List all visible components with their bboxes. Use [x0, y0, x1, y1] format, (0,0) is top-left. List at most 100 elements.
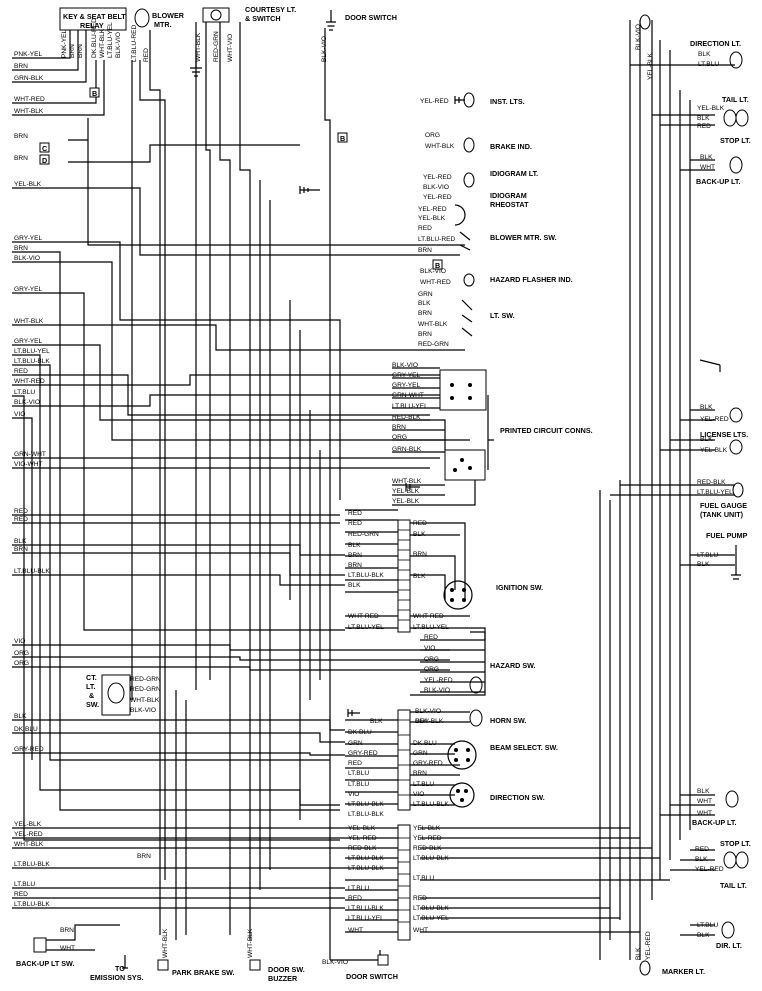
wire-label-horn-wires-2: BLK	[415, 718, 428, 725]
wire-label-left-wires-31: BLK	[14, 713, 27, 720]
wire-label-lower-left-wires-1: YEL-RED	[348, 835, 377, 842]
wire-label-left-wires-7: YEL-BLK	[14, 181, 42, 188]
lt-sw-label: LT. SW.	[490, 311, 515, 320]
courtesy-label: COURTESY LT.	[245, 5, 296, 14]
wire-label-right-wires-backup-top-0: BLK	[700, 154, 713, 161]
wire-label-ign-left-wires-6: LT.BLU-BLK	[348, 572, 384, 579]
wire-label-left-wires-14: LT.BLU-YEL	[14, 348, 50, 355]
wire-label-hazard-wires-1: VIO	[424, 645, 435, 652]
door-switch-bottom-label: DOOR SWITCH	[346, 972, 398, 981]
wire-label-right-wires-license-2: BLK	[700, 436, 713, 443]
wire-harness	[12, 18, 470, 909]
wire-label-left-wires-38: LT.BLU	[14, 881, 35, 888]
wire-label-left-wires-27: LT.BLU-BLK	[14, 568, 50, 575]
wire-label-dir-right-1: VIO	[413, 791, 424, 798]
wire-label-ign-right-wires-4: WHT-RED	[413, 613, 444, 620]
wire-label-right-wires-license-0: BLK	[700, 404, 713, 411]
ct-lt-label-2: LT.	[86, 682, 95, 691]
wire-label-left-wires-9: BRN	[14, 245, 28, 252]
wire-label-top-wires-4: WHT-VIO	[227, 34, 234, 62]
wire-label-left-wires-23: RED	[14, 508, 28, 515]
wire-label-lower-left-wires-5: LT.BLU	[348, 885, 369, 892]
wire-label-left-wires-0: PNK-YEL	[14, 51, 43, 58]
wire-label-left-wires-10: BLK-VIO	[14, 255, 40, 262]
wire-label-beam-left-4: LT.BLU	[348, 770, 369, 777]
wire-label-horn-wires-1: GRY-BLK	[415, 718, 444, 725]
backup-lt-sw-label: BACK-UP LT SW.	[16, 959, 74, 968]
wire-label-ign-left-wires-8: WHT-RED	[348, 613, 379, 620]
wire-label-ign-left-wires-0: RED	[348, 510, 362, 517]
wire-label-lt-sw-wires-0: GRN	[418, 291, 433, 298]
idiogram-lt-label: IDIOGRAM LT.	[490, 169, 538, 178]
wire-label-right-wires-pump-1: BLK	[697, 561, 710, 568]
direction-lt-label: DIRECTION LT.	[690, 39, 741, 48]
wire-label-ct-wires-0: RED-GRN	[130, 676, 161, 683]
wire-label-horn-wires-0: BLK-VIO	[415, 708, 441, 715]
wire-label-left-wires-26: BRN	[14, 546, 28, 553]
blower-mtr-label: BLOWER	[152, 11, 185, 20]
wire-label-left-wires-16: RED	[14, 368, 28, 375]
wire-label-hazard-wires-5: BLK-VIO	[424, 687, 450, 694]
wire-label-lt-sw-wires-2: BRN	[418, 310, 432, 317]
wire-label-pcb-wires-7: ORG	[392, 434, 407, 441]
wire-label-relay-top-wires-3: DK.BLU-RED	[91, 18, 98, 58]
hazard-ind-label: HAZARD FLASHER IND.	[490, 275, 573, 284]
wire-label-top-wires-1: RED	[143, 48, 150, 62]
to-emission-label: TO	[115, 964, 125, 973]
park-brake-sw-label: PARK BRAKE SW.	[172, 968, 235, 977]
lamp-symbols	[639, 14, 749, 976]
wire-label-right-wires-fuel-1: LT.BLU-YEL	[697, 489, 733, 496]
wire-label-ign-left-wires-3: BLK	[348, 542, 361, 549]
marker-lt-label: MARKER LT.	[662, 967, 705, 976]
connector-b-3: B	[435, 261, 440, 270]
wire-label-blower-sw-wires-4: BRN	[418, 247, 432, 254]
wire-label-left-wires-25: BLK	[14, 538, 27, 545]
wire-label-pcb-wires-5: RED-BLK	[392, 414, 421, 421]
wire-label-hazard-ind-wires-0: BLK-VIO	[420, 268, 446, 275]
rear-harness	[420, 20, 735, 960]
wire-label-ct-wires-1: RED-GRN	[130, 686, 161, 693]
wire-label-bottom-wires-4: WHT-BLK	[247, 928, 254, 958]
wire-label-left-wires-39: RED	[14, 891, 28, 898]
wire-label-right-wires-dir-top-1: LT.BLU	[698, 61, 719, 68]
license-lts-label: LICENSE LTS.	[700, 430, 748, 439]
wire-label-left-wires-13: GRY-YEL	[14, 338, 43, 345]
wire-label-ign-left-wires-1: RED	[348, 520, 362, 527]
wire-label-hazard-wires-3: ORG	[424, 666, 439, 673]
wire-label-left-wires-30: ORG	[14, 660, 29, 667]
wire-label-pcb-wires-6: BRN	[392, 424, 406, 431]
wire-label-pcb-wires-4: LT.BLU-YEL	[392, 403, 428, 410]
wire-label-right-wires-license-1: YEL-RED	[700, 416, 729, 423]
stop-lt-bottom-label: STOP LT.	[720, 839, 751, 848]
wire-label-blower-sw-wires-1: YEL-BLK	[418, 215, 446, 222]
connector-letters: B C D B B	[39, 87, 443, 270]
wire-label-blower-sw-wires-2: RED	[418, 225, 432, 232]
wire-label-bottom-wires-1: WHT	[60, 945, 75, 952]
wire-label-right-wires-vertical-3: YEL-RED	[645, 931, 652, 960]
wire-label-beam-right-3: BRN	[413, 770, 427, 777]
wire-label-beam-right-0: DK.BLU	[413, 740, 437, 747]
wire-label-right-wires-backup-top-1: WHT	[700, 164, 715, 171]
wire-label-top-wires-0: LT.BLU-RED	[131, 25, 138, 62]
ground-symbols	[190, 10, 465, 717]
wire-label-inst-wires-0: YEL-RED	[420, 98, 449, 105]
wire-label-right-wires-vertical-2: BLK	[635, 947, 642, 960]
wire-label-dir-left-2: LT.BLU-BLK	[348, 801, 384, 808]
connector-b-2: B	[340, 134, 345, 143]
tail-lt-bottom-label: TAIL LT.	[720, 881, 747, 890]
connector-d: D	[42, 156, 47, 165]
key-relay-label: KEY & SEAT BELT	[63, 12, 126, 21]
wire-label-lower-right-wires-2: RED-BLK	[413, 845, 442, 852]
wire-label-lt-sw-wires-4: BRN	[418, 331, 432, 338]
wire-label-pcb-wires-10: YEL-BLK	[392, 488, 420, 495]
wire-label-pcb-wires-1: GRY-YEL	[392, 372, 421, 379]
wire-label-ign-left-wires-9: LT.BLU-YEL	[348, 624, 384, 631]
wire-label-left-wires-12: WHT-BLK	[14, 318, 44, 325]
wire-label-right-wires-vertical-1: YEL-BLK	[647, 52, 654, 80]
wire-label-pcb-wires-3: GRN-WHT	[392, 392, 424, 399]
wire-label-lt-sw-wires-3: WHT-BLK	[418, 321, 448, 328]
idiogram-rheostat-label: IDIOGRAM	[490, 191, 527, 200]
wire-label-right-wires-license-3: YEL-BLK	[700, 447, 728, 454]
blower-mtr-label-2: MTR.	[154, 20, 172, 29]
wire-label-relay-top-wires-5: LT.BLU-YEL	[107, 22, 114, 58]
